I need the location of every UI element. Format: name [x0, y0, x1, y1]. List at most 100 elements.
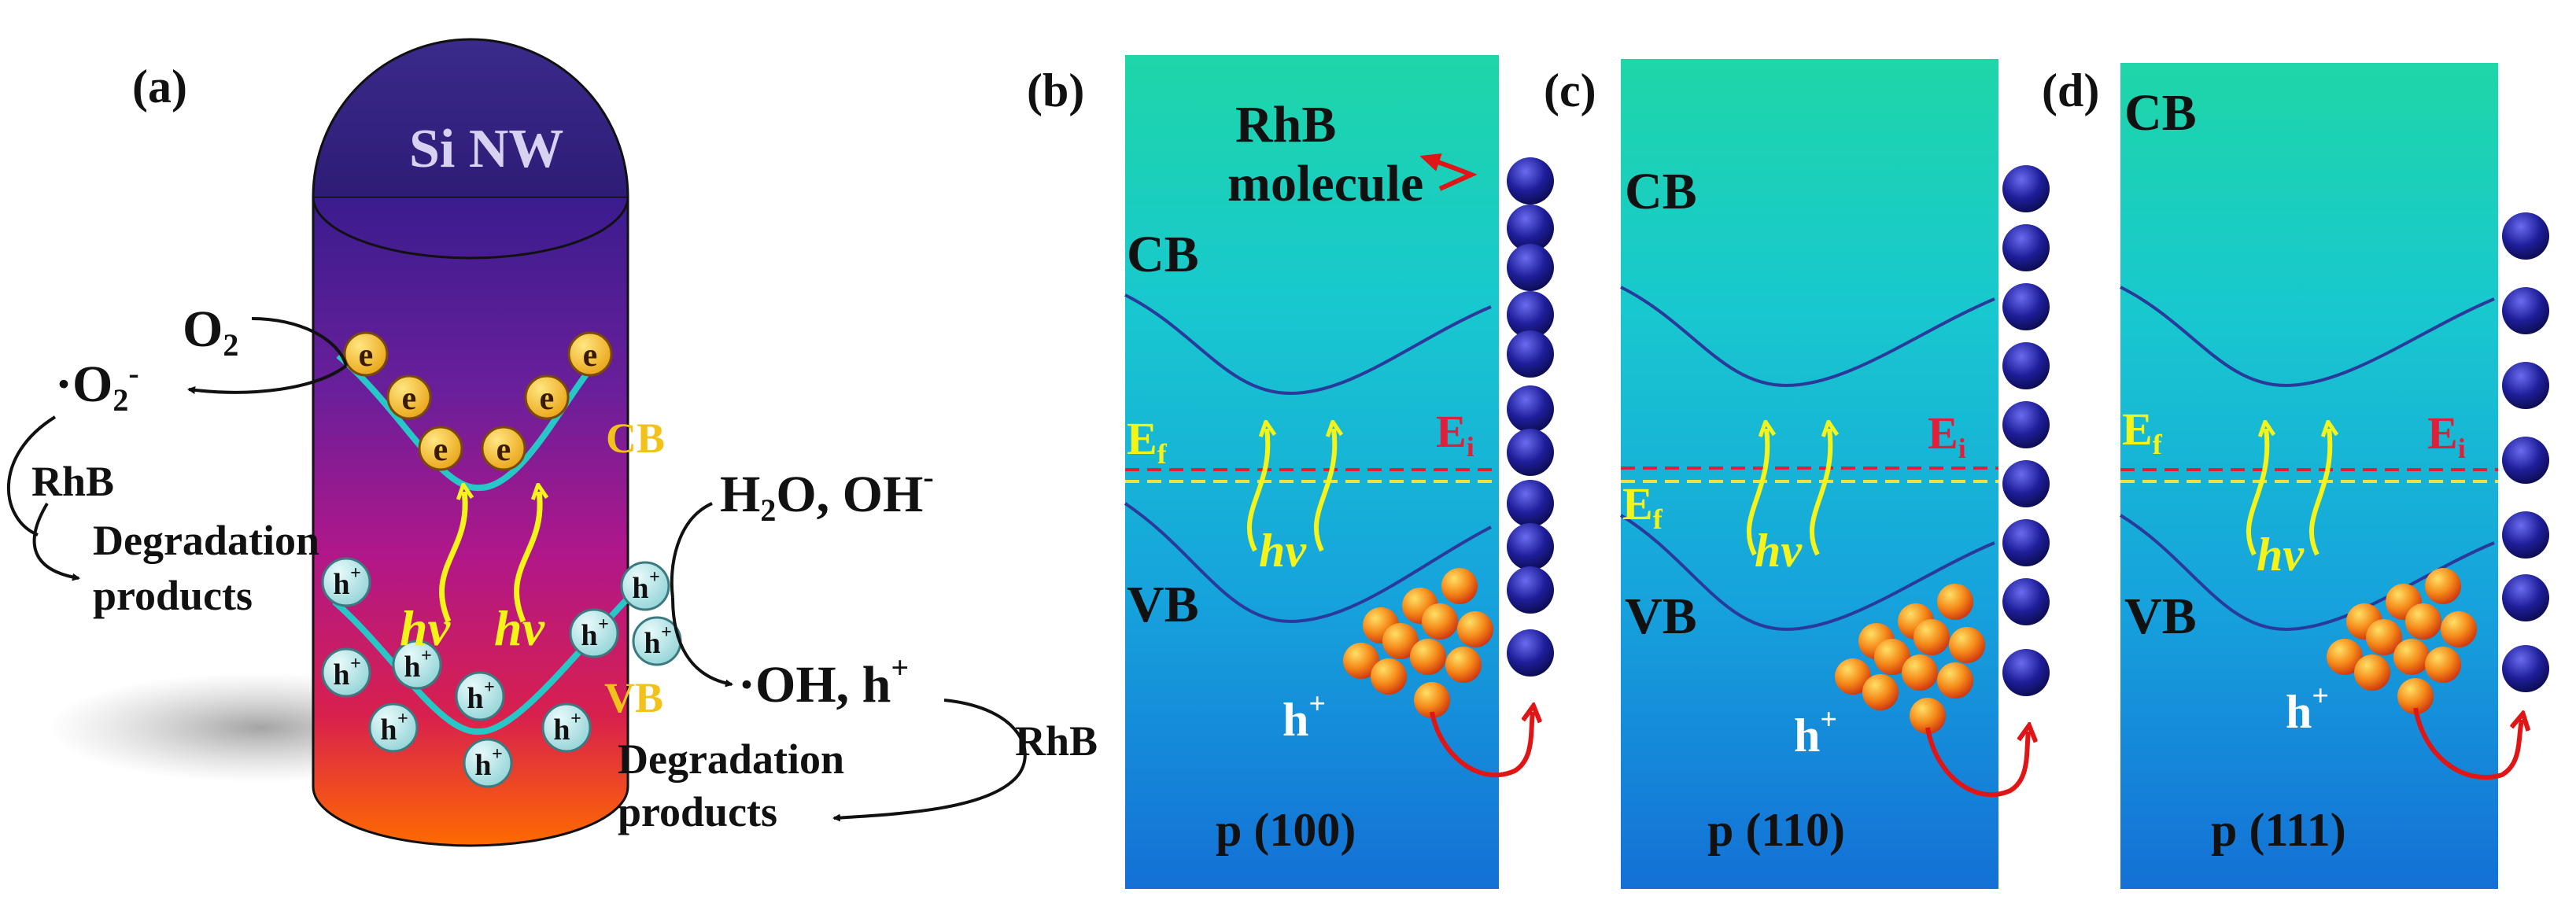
hole-ball: [1343, 643, 1379, 679]
hole-ball: [1937, 662, 1973, 699]
rhb-molecule: [2002, 283, 2050, 330]
photon-arrow: [514, 492, 541, 623]
rhb-molecule: [2502, 287, 2549, 334]
hole: h+: [368, 702, 419, 753]
hole-ball: [1874, 639, 1910, 675]
degradation-right-1: Degradation: [618, 736, 844, 783]
rhb-molecule: [1507, 566, 1554, 614]
hole-ball: [1835, 658, 1871, 695]
svg-text:e: e: [583, 337, 598, 374]
rhb-molecule: [1507, 429, 1554, 476]
hole-label-b: h+: [1282, 688, 1326, 746]
hydroxyl-arrow: [671, 597, 733, 688]
hole-group: h+ h+ h+ h+ h+ h+ h+ h+ h+ h+: [321, 557, 682, 788]
cb-band-b: [1124, 293, 1492, 396]
rhb-molecule: [2002, 578, 2050, 625]
hv-label-b: hv: [1259, 525, 1307, 577]
svg-text:+: +: [570, 709, 581, 729]
rhb-molecule: [1507, 244, 1554, 291]
vb-band-c: [1619, 514, 1995, 632]
electron: e: [343, 331, 389, 377]
ef-label-b: Ef: [1127, 413, 1168, 470]
hole-ball: [1410, 639, 1446, 675]
hole-ball: [2405, 603, 2441, 640]
ef-label-c: Ef: [1622, 478, 1663, 535]
hole-cluster-d: [2327, 568, 2477, 714]
left-degradation-curve: [7, 415, 57, 536]
hv-label-a: hv: [400, 600, 451, 656]
hole-ball: [1441, 568, 1478, 604]
electron: e: [567, 331, 613, 377]
svg-text:h: h: [380, 713, 397, 747]
svg-text:h: h: [644, 627, 660, 660]
svg-text:+: +: [350, 654, 361, 674]
svg-text:e: e: [402, 381, 417, 417]
o2-line: [251, 317, 348, 367]
svg-text:+: +: [350, 563, 361, 584]
hole-ball: [2397, 678, 2434, 714]
rhb-molecule: [2002, 224, 2050, 271]
o2-label: O2: [183, 300, 238, 363]
cb-label-d: CB: [2124, 84, 2197, 142]
hole-cluster-c: [1835, 584, 1985, 734]
rhb-molecule: [1507, 330, 1554, 378]
svg-text:+: +: [397, 709, 408, 729]
hole-transfer-arrow-c: [1925, 728, 2028, 798]
photon-arrow-d: [2308, 429, 2330, 556]
rhb-molecule: [2002, 401, 2050, 448]
rhb-molecule: [1507, 480, 1554, 527]
hole: h+: [541, 702, 592, 753]
ef-label-d: Ef: [2122, 404, 2163, 460]
vb-band-d: [2119, 514, 2495, 632]
nanowire-cylinder-top: [313, 39, 628, 197]
hole-transfer-arrow-b: [1430, 712, 1533, 778]
svg-text:h: h: [404, 651, 420, 684]
hole-ball: [2425, 647, 2461, 683]
vb-label-a: VB: [604, 674, 663, 721]
hole-ball: [2327, 639, 2363, 675]
svg-text:e: e: [434, 432, 448, 468]
rhb-right: RhB: [1015, 717, 1098, 765]
hole-ball: [1914, 619, 1950, 655]
cb-label-b: CB: [1127, 226, 1199, 283]
hole: h+: [321, 557, 371, 607]
orientation-label-d: p (111): [2211, 804, 2346, 856]
hole-label-d: h+: [2286, 680, 2329, 738]
panel-a: (a) Si NW CB VB e e e e e e h+ h+ h+ h+ …: [7, 38, 1098, 847]
orientation-label-c: p (110): [1707, 804, 1845, 856]
vb-label-c: VB: [1625, 588, 1697, 645]
water-line: [670, 502, 713, 599]
vb-band-b: [1124, 502, 1492, 624]
cb-label-c: CB: [1625, 163, 1697, 220]
svg-text:h: h: [581, 619, 597, 652]
svg-text:e: e: [359, 337, 374, 374]
hole-ball: [1937, 584, 1973, 620]
rhb-molecule: [1507, 629, 1554, 677]
rhb-label-2: molecule: [1227, 155, 1423, 212]
hole: h+: [392, 640, 442, 690]
panel-a-label: (a): [132, 61, 187, 112]
photon-arrow-b: [1313, 429, 1334, 552]
photon-arrow: [439, 492, 466, 623]
svg-text:h: h: [474, 749, 491, 782]
rhb-molecule: [2502, 437, 2549, 484]
hv-label-a: hv: [494, 600, 545, 656]
hole-ball: [1445, 647, 1482, 683]
photon-arrow-c: [1809, 429, 1830, 556]
photon-arrow-b: [1246, 429, 1268, 552]
hole-ball: [1862, 674, 1899, 710]
right-degradation-arrow: [832, 699, 1027, 822]
panel-d: (d) CB VB Ef Ei hv h+ p (111): [2042, 63, 2549, 889]
hole-ball: [2366, 619, 2402, 655]
panel-b-label: (b): [1027, 65, 1084, 116]
svg-text:+: +: [492, 744, 503, 765]
water-label: H2O, OH-: [720, 459, 934, 528]
hole-ball: [1382, 623, 1419, 659]
svg-text:+: +: [421, 646, 432, 666]
svg-text:e: e: [496, 432, 511, 468]
photon-arrow-c: [1746, 429, 1767, 556]
electron: e: [418, 426, 463, 471]
orientation-label-b: p (100): [1216, 804, 1356, 856]
ei-label-c: Ei: [1928, 407, 1966, 464]
